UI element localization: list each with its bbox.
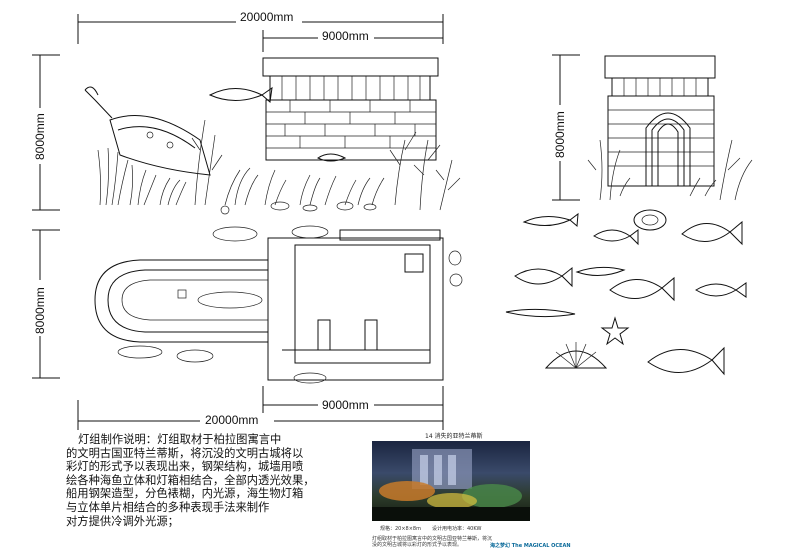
note-line-1: 灯组取材于柏拉图寓言中的文明古国亚特兰蒂斯，将沉 — [372, 536, 493, 542]
front-elevation — [84, 57, 461, 215]
bottom-inner-label: 9000mm — [322, 398, 369, 412]
top-inner-label: 9000mm — [322, 29, 369, 43]
spec-right: 设计用电功率：40KW — [432, 526, 482, 532]
left-dimension-upper: 8000mm — [32, 54, 60, 211]
rendering-photo — [372, 441, 530, 521]
side-elevation — [587, 55, 753, 201]
photo-illustration — [372, 449, 530, 521]
bottom-dimension-20000: 20000mm — [77, 400, 444, 430]
plan-view — [94, 225, 463, 384]
right-height-label: 8000mm — [553, 111, 567, 158]
note-line-2: 没的文明古城将以彩灯的形式予以表现。 — [372, 542, 463, 548]
left-dimension-lower: 8000mm — [32, 229, 60, 379]
logo-text: 海之梦幻 The MAGICAL OCEAN — [490, 543, 571, 549]
photo-caption: 14 消失的亚特兰蒂斯 — [425, 433, 483, 440]
top-dimension-20000: 20000mm — [77, 10, 444, 44]
bottom-overall-label: 20000mm — [205, 413, 258, 427]
right-dimension: 8000mm — [552, 54, 580, 201]
description-line: 对方提供冷调外光源； — [66, 514, 179, 528]
spec-left: 规格：20×8×8m — [380, 526, 421, 532]
bottom-dimension-9000: 9000mm — [262, 386, 444, 414]
top-dimension-9000: 9000mm — [262, 29, 443, 52]
description-line: 与立体单片相结合的多种表现手法来制作 — [66, 500, 270, 514]
left-upper-label: 8000mm — [33, 113, 47, 160]
description-line: 的文明古国亚特兰蒂斯，将沉没的文明古城将以 — [66, 446, 304, 460]
description-text: 灯组制作说明：灯组取材于柏拉图寓言中 的文明古国亚特兰蒂斯，将沉没的文明古城将以… — [66, 433, 366, 528]
description-line: 绘各种海鱼立体和灯箱相结合，全部内透光效果， — [66, 473, 315, 487]
top-overall-label: 20000mm — [240, 10, 293, 24]
description-line: 彩灯的形式予以表现出来，钢架结构，城墙用喷 — [66, 460, 304, 474]
left-lower-label: 8000mm — [33, 287, 47, 334]
description-line: 灯组制作说明：灯组取材于柏拉图寓言中 — [78, 433, 282, 446]
description-line: 船用钢架造型，分色裱糊，内光源，海生物灯箱 — [66, 487, 304, 501]
sea-creatures-panel — [505, 209, 747, 376]
